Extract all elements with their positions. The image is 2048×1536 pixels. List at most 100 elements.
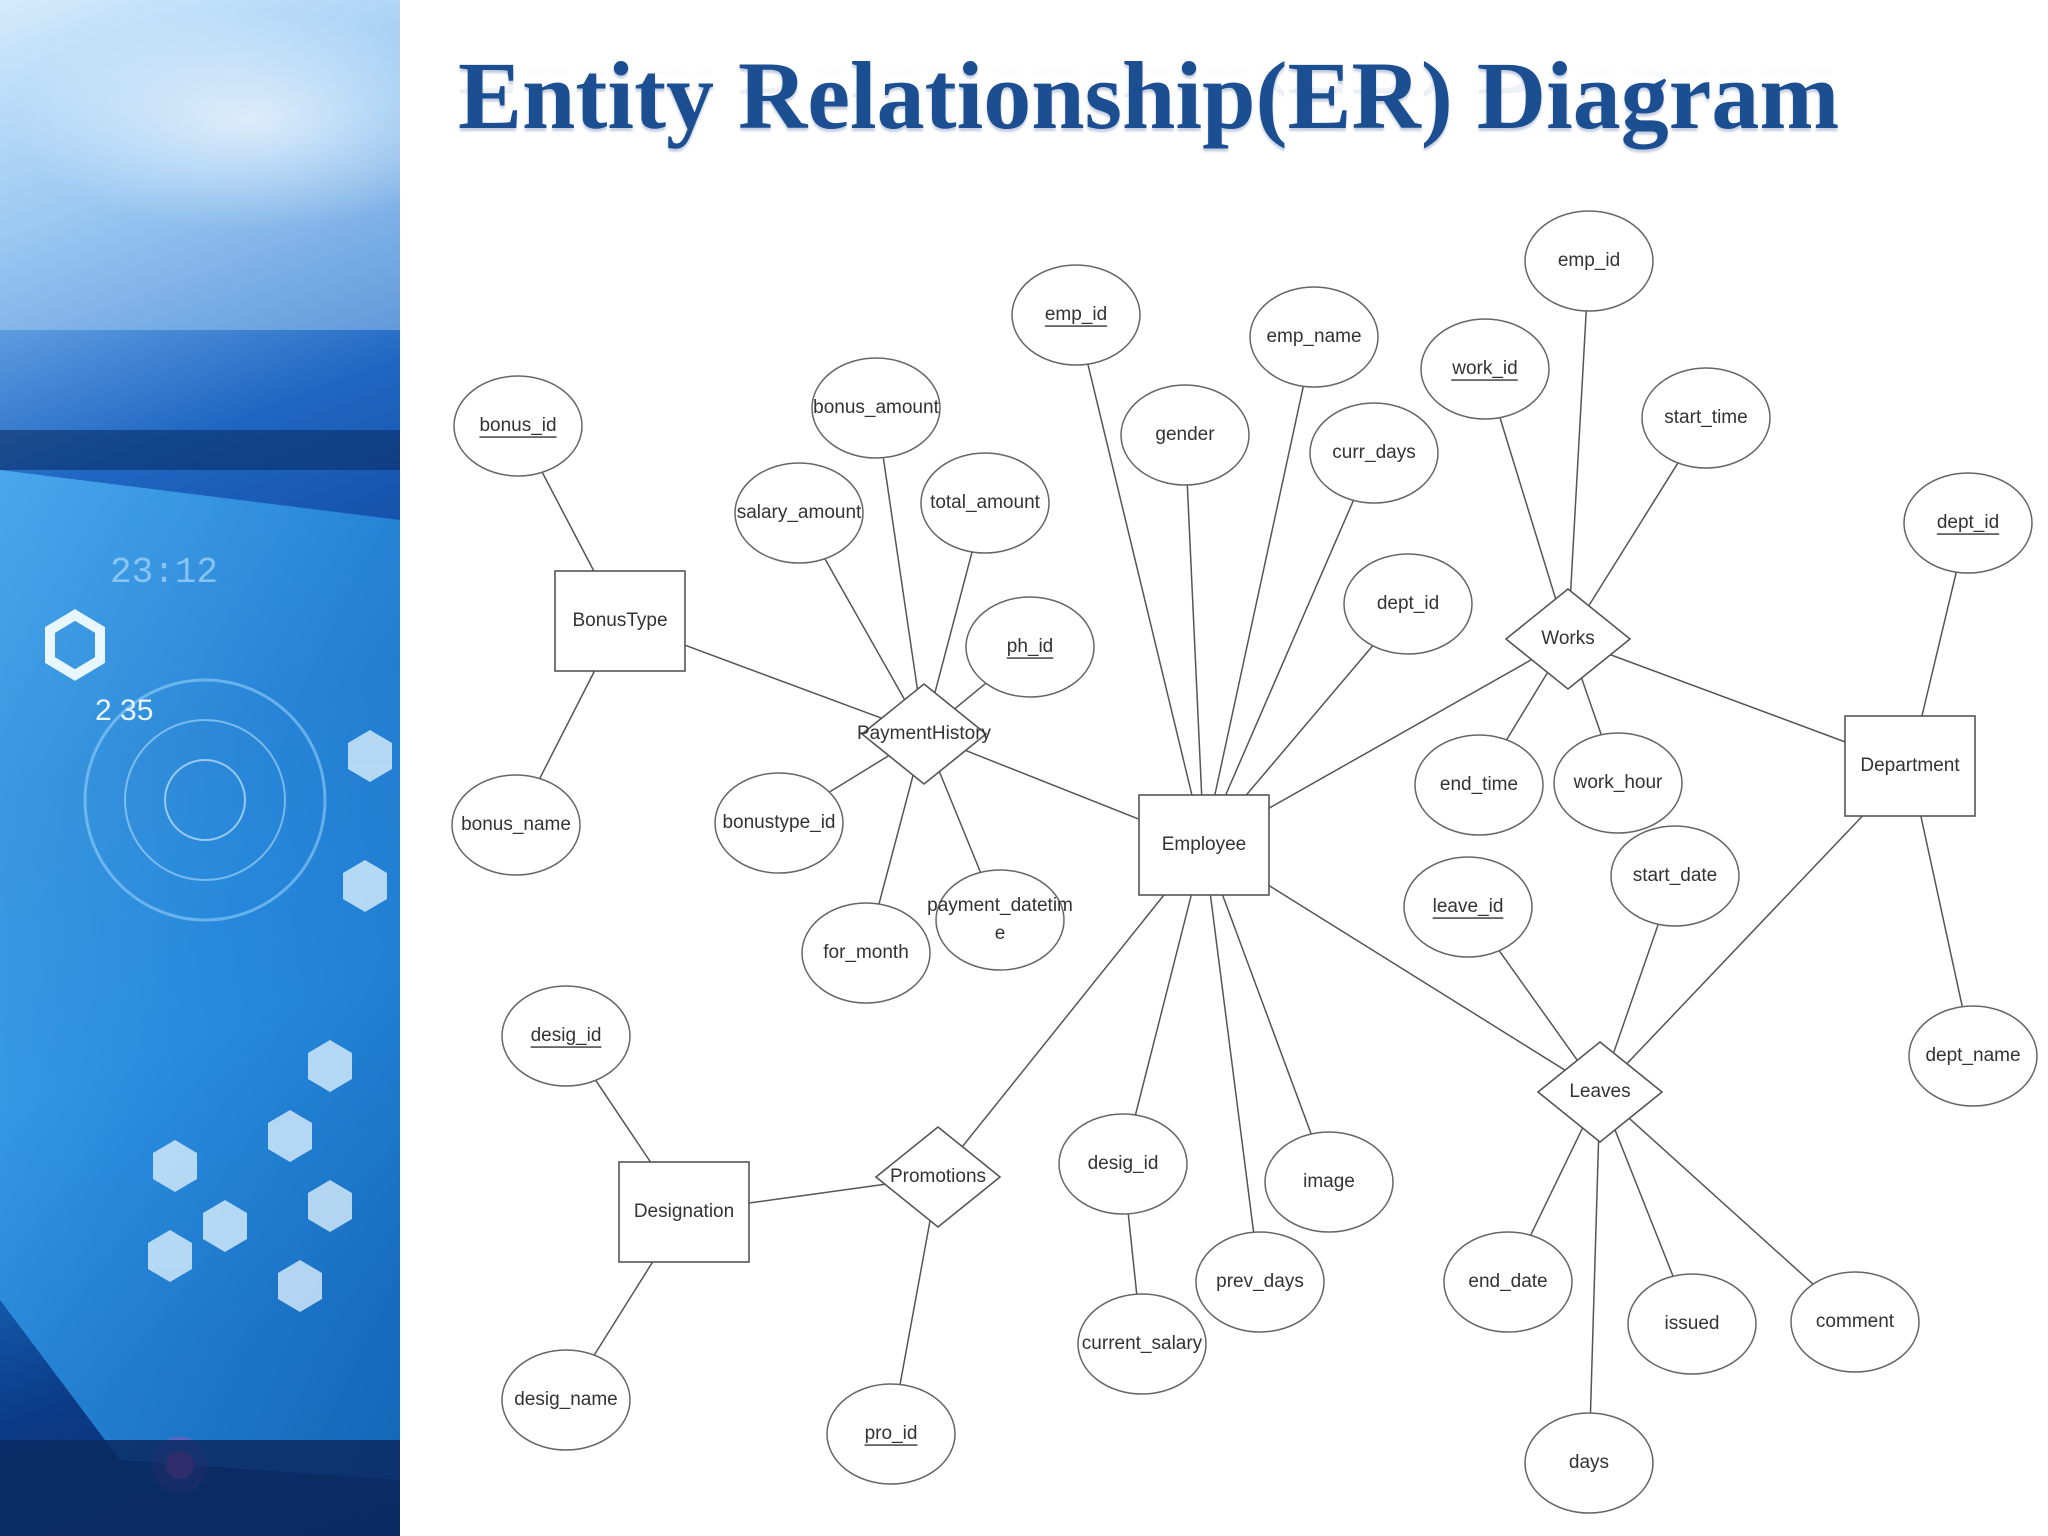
attribute-payment-datetime[interactable]: payment_datetim e [927,869,1073,971]
entity-employee[interactable]: Employee [1138,794,1270,896]
connector-PaymentHistory-Employee [965,749,1140,820]
connector-leave_id-Leaves [1498,950,1578,1061]
connector-for_month-PaymentHistory [878,775,914,905]
attribute-bonus-amount[interactable]: bonus_amount [811,357,941,459]
attribute-gender[interactable]: gender [1120,384,1250,486]
attribute-emp-name[interactable]: emp_name [1249,286,1379,388]
attribute-days[interactable]: days [1524,1412,1654,1514]
connector-emp_emp_id-Employee [1087,363,1193,796]
attribute-label: current_salary [1082,1333,1203,1354]
attribute-label: payment_datetim [927,895,1073,916]
attribute-department-dept-id[interactable]: dept_id [1903,472,2033,574]
connector-bonus_name-BonusType [539,670,596,779]
entity-label: BonusType [572,610,667,631]
attribute-employee-dept-id[interactable]: dept_id [1343,553,1473,655]
connector-Works-Department [1610,654,1846,743]
connector-work_hour-Works [1580,677,1602,735]
attribute-prev-days[interactable]: prev_days [1195,1231,1325,1333]
attribute-label: work_id [1451,358,1517,379]
attribute-bonus-id[interactable]: bonus_id [453,375,583,477]
connector-payment_datetime-PaymentHistory [938,771,982,873]
connector-bonus_id-BonusType [541,471,595,572]
connector-emp_dept_id-Employee [1245,645,1374,796]
relationship-works[interactable]: Works [1504,587,1632,691]
attribute-bonus-name[interactable]: bonus_name [451,774,581,876]
attribute-label: end_time [1440,774,1518,795]
connector-Promotions-Employee [961,894,1165,1148]
attribute-dept-name[interactable]: dept_name [1908,1005,2038,1107]
attribute-label: emp_id [1045,304,1107,325]
entity-department[interactable]: Department [1844,715,1976,817]
attribute-end-time[interactable]: end_time [1414,734,1544,836]
connector-start_time-Works [1588,462,1679,607]
connector-BonusType-PaymentHistory [684,644,882,719]
relationship-leaves[interactable]: Leaves [1536,1040,1664,1144]
attribute-label: start_time [1664,407,1747,428]
connector-issued-Leaves [1614,1129,1674,1277]
connector-days-Leaves [1589,1140,1600,1414]
attribute-current-salary[interactable]: current_salary [1077,1293,1207,1395]
attribute-start-time[interactable]: start_time [1641,367,1771,469]
attribute-label: comment [1816,1311,1895,1332]
relationship-label: PaymentHistory [857,723,992,744]
entity-designation[interactable]: Designation [618,1161,750,1263]
attribute-label: salary_amount [737,502,862,523]
connector-image-Employee [1221,894,1312,1135]
entity-label: Department [1860,755,1960,776]
attribute-start-date[interactable]: start_date [1610,825,1740,927]
connector-total_amount-PaymentHistory [934,551,973,693]
attribute-label: prev_days [1216,1271,1304,1292]
attribute-works-emp-id[interactable]: emp_id [1524,210,1654,312]
attribute-label: dept_id [1937,512,1999,533]
connector-Employee-Works [1268,658,1532,809]
attribute-employee-desig-id[interactable]: desig_id [1058,1113,1188,1215]
attribute-label: desig_id [1088,1153,1159,1174]
connector-pro_id-Promotions [899,1220,931,1385]
attribute-label: bonus_name [461,814,571,835]
entity-bonustype[interactable]: BonusType [554,570,686,672]
attribute-desig-name[interactable]: desig_name [501,1349,631,1451]
relationship-paymenthistory[interactable]: PaymentHistory [857,682,992,786]
connector-current_salary-emp_desig_id [1127,1213,1138,1295]
connector-end_time-Works [1505,672,1549,741]
attribute-designation-desig-id[interactable]: desig_id [501,985,631,1087]
attribute-image[interactable]: image [1264,1131,1394,1233]
diagram-connectors [539,310,1964,1414]
hex-label: 2 35 [95,694,153,727]
connector-Employee-Leaves [1268,884,1566,1071]
connector-Leaves-Department [1626,815,1863,1065]
attribute-salary-amount[interactable]: salary_amount [734,462,864,564]
connector-salary_amount-PaymentHistory [824,558,906,701]
attribute-end-date[interactable]: end_date [1443,1231,1573,1333]
relationship-label: Leaves [1569,1081,1630,1102]
attribute-total-amount[interactable]: total_amount [920,452,1050,554]
attribute-curr-days[interactable]: curr_days [1309,402,1439,504]
connector-dept_dept_id-Department [1921,571,1957,717]
attribute-ph-id[interactable]: ph_id [965,596,1095,698]
relationship-label: Promotions [890,1166,986,1187]
attribute-label: desig_id [531,1025,602,1046]
connector-desig_desig_id-Designation [595,1079,652,1163]
attribute-work-id[interactable]: work_id [1420,318,1550,420]
connector-Designation-Promotions [748,1183,886,1204]
relationship-promotions[interactable]: Promotions [874,1125,1002,1229]
connector-desig_name-Designation [593,1261,654,1356]
connector-curr_days-Employee [1224,500,1355,796]
attribute-for-month[interactable]: for_month [801,902,931,1004]
attribute-label: for_month [823,942,909,963]
attribute-work-hour[interactable]: work_hour [1553,732,1683,834]
attribute-issued[interactable]: issued [1627,1273,1757,1375]
attribute-employee-emp-id[interactable]: emp_id [1011,264,1141,366]
attribute-label: end_date [1468,1271,1547,1292]
attribute-comment[interactable]: comment [1790,1271,1920,1373]
attribute-pro-id[interactable]: pro_id [826,1383,956,1485]
connector-works_emp_id-Works [1569,310,1587,592]
attribute-leave-id[interactable]: leave_id [1403,856,1533,958]
clock-readout: 23:12 [110,552,218,593]
attribute-label: leave_id [1433,896,1504,917]
attribute-bonustype-id[interactable]: bonustype_id [714,772,844,874]
attribute-label: pro_id [865,1423,918,1444]
decorative-side-panel: 23:12 2 35 [0,0,400,1536]
connector-bonus_amount-PaymentHistory [882,457,919,690]
